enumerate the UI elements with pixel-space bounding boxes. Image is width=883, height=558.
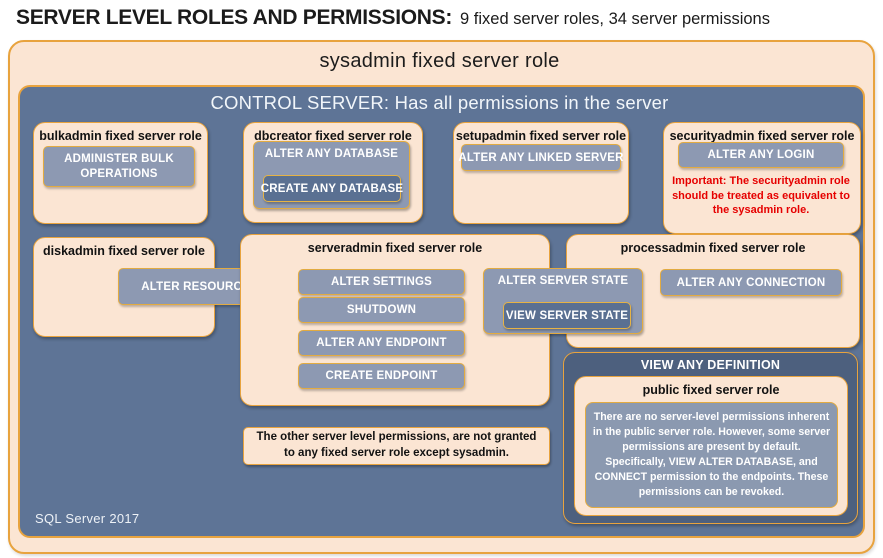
permission-create-endpoint: CREATE ENDPOINT — [298, 363, 465, 389]
permission-alter-any-endpoint: ALTER ANY ENDPOINT — [298, 330, 465, 356]
permission-view-server-state: VIEW SERVER STATE — [503, 302, 631, 329]
other-permissions-note: The other server level permissions, are … — [243, 427, 550, 465]
page-title-main: SERVER LEVEL ROLES AND PERMISSIONS: — [16, 6, 453, 29]
serveradmin-role-title: serveradmin fixed server role — [307, 241, 483, 255]
sysadmin-role-label: sysadmin fixed server role — [319, 50, 560, 72]
public-role-box: public fixed server role There are no se… — [574, 376, 848, 516]
permission-shutdown: SHUTDOWN — [298, 297, 465, 323]
public-role-description: There are no server-level permissions in… — [585, 402, 838, 508]
permission-alter-any-login: ALTER ANY LOGIN — [678, 142, 844, 168]
permission-alter-any-database-label: ALTER ANY DATABASE — [264, 148, 399, 160]
securityadmin-warning-text: Important: The securityadmin role should… — [672, 175, 850, 217]
processadmin-role-title: processadmin fixed server role — [620, 241, 806, 255]
bulkadmin-role-title: bulkadmin fixed server role — [39, 129, 202, 143]
permission-alter-any-connection: ALTER ANY CONNECTION — [660, 269, 842, 296]
page-title-subtitle: 9 fixed server roles, 34 server permissi… — [460, 10, 770, 28]
setupadmin-role-title: setupadmin fixed server role — [455, 129, 627, 143]
dbcreator-role-title: dbcreator fixed server role — [254, 129, 412, 143]
permission-alter-server-state-label: ALTER SERVER STATE — [497, 275, 629, 287]
permission-alter-settings: ALTER SETTINGS — [298, 269, 465, 295]
public-role-title: public fixed server role — [642, 383, 780, 397]
view-any-definition-label: VIEW ANY DEFINITION — [640, 358, 781, 372]
permission-alter-server-state: ALTER SERVER STATE VIEW SERVER STATE — [483, 268, 643, 334]
sql-server-version-label: SQL Server 2017 — [35, 511, 140, 526]
permission-alter-any-linked-server: ALTER ANY LINKED SERVER — [458, 144, 623, 171]
securityadmin-role-title: securityadmin fixed server role — [669, 129, 855, 143]
permission-alter-any-database: ALTER ANY DATABASE CREATE ANY DATABASE — [253, 141, 410, 209]
page-title: SERVER LEVEL ROLES AND PERMISSIONS: 9 fi… — [16, 6, 770, 30]
permission-create-any-database: CREATE ANY DATABASE — [261, 175, 403, 202]
diskadmin-role-title: diskadmin fixed server role — [43, 244, 205, 258]
view-any-definition-panel: VIEW ANY DEFINITION public fixed server … — [563, 352, 858, 524]
setupadmin-role-box: setupadmin fixed server role — [453, 122, 629, 224]
control-server-label: CONTROL SERVER: Has all permissions in t… — [210, 92, 669, 113]
securityadmin-role-box: securityadmin fixed server role — [663, 122, 861, 234]
permission-administer-bulk-operations: ADMINISTER BULK OPERATIONS — [43, 146, 195, 187]
